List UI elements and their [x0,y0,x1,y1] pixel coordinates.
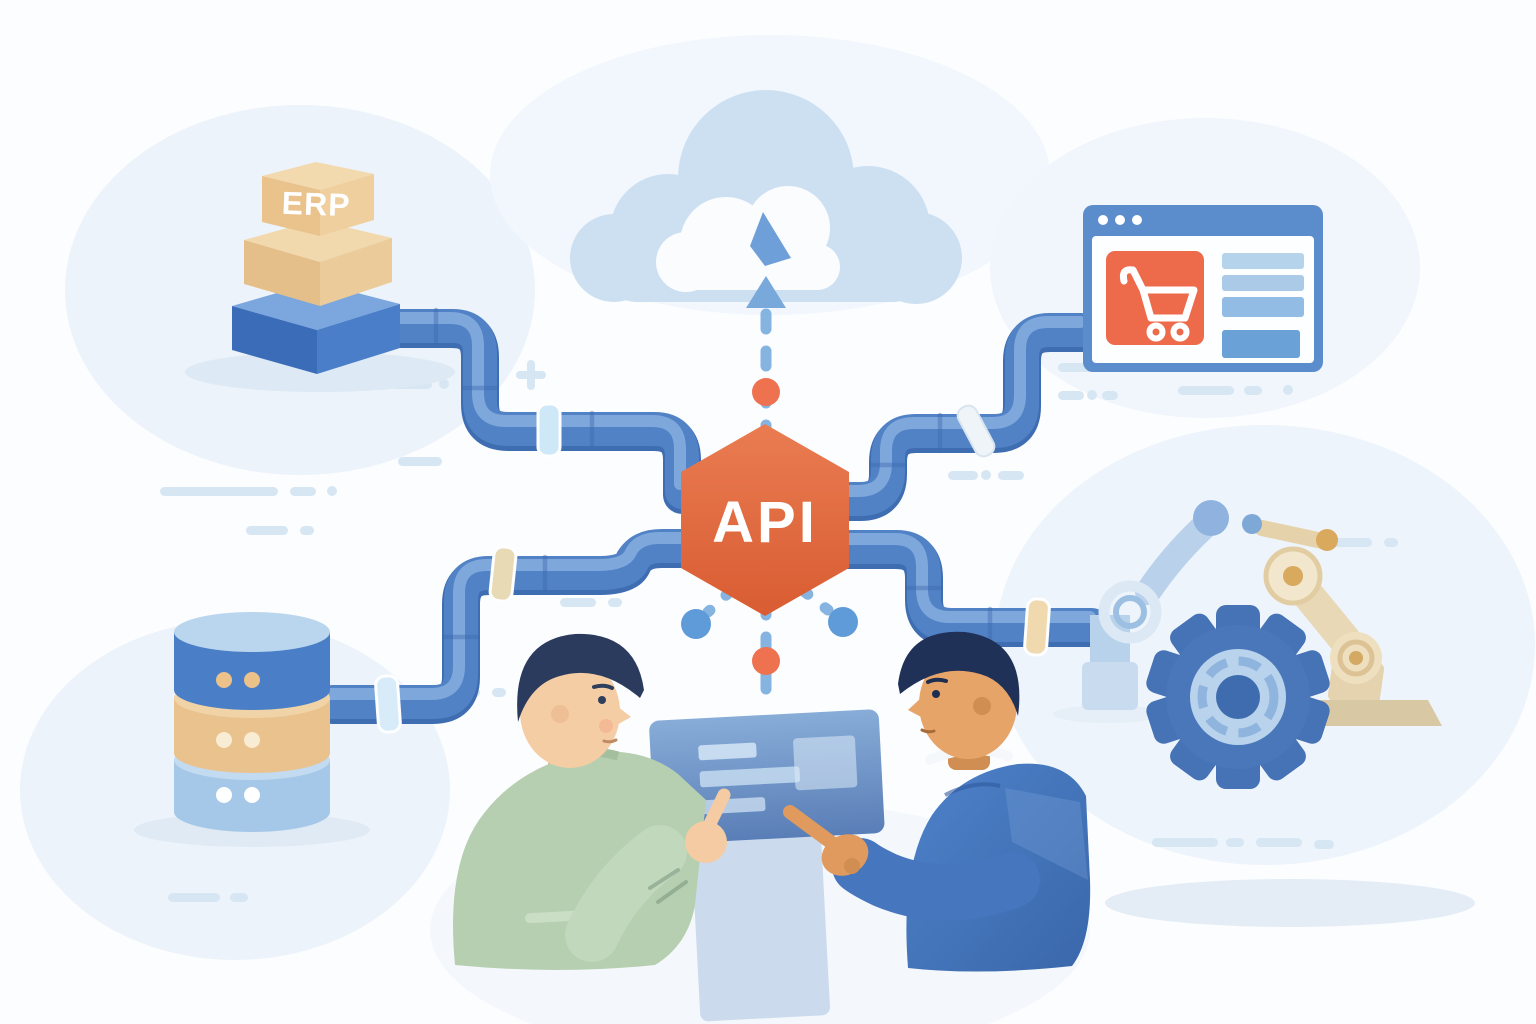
right-folded-fingers [844,858,860,874]
robot-wrist-center [1349,651,1363,665]
left-pointing-finger [696,788,731,845]
right-eye [932,690,940,698]
shopping-cart-icon [1119,266,1198,342]
left-cuff-lines [648,868,688,904]
right-collar-seam [944,782,1001,797]
left-ear [551,705,569,723]
cloud-service [570,90,962,304]
screen-image-block [793,735,858,791]
cloud-icon [570,90,962,304]
left-mouth [602,738,618,744]
api-label: API [712,490,818,555]
connector-dot-blue-right [828,607,858,637]
left-pocket [525,910,580,924]
erp-box-middle-tan [244,220,392,306]
right-eyebrow [926,677,948,684]
right-jacket-highlight [1005,788,1088,880]
connector-dot-red-top [752,378,780,406]
connector-dot-blue-left [681,609,711,639]
left-forearm [565,825,687,962]
api-hexagon: API [681,424,849,616]
erp-box-top: ERP [262,162,374,236]
browser-text-bars [1222,253,1304,358]
screen-bar-2 [699,766,801,788]
person-left [453,633,731,970]
database-cylinder-top [174,612,330,710]
pipes [330,307,1092,734]
erp-label: ERP [281,185,351,223]
left-eye [598,696,606,704]
pipe-seams [433,307,993,644]
gear-icon [1146,605,1330,789]
right-pointing-finger [783,805,843,853]
erp-box-bottom-blue [232,282,400,374]
screen-bar-1 [698,742,757,761]
pipe-couplings [374,402,1051,734]
left-nose [615,706,631,726]
left-face [520,656,620,768]
database-stack [174,612,330,832]
robot-elbow-center [1283,566,1303,586]
robot-support-base [1082,662,1138,710]
robot-link-joint-blue [1242,514,1262,534]
left-eyebrow [592,683,614,690]
left-blush [599,719,613,733]
arrow-up-icon [746,276,786,308]
robot-arm [1082,500,1442,726]
robot-shoulder-joint [1193,500,1229,536]
robot-link-joint-tan [1316,529,1338,551]
cloud-upload-dart [750,212,791,266]
robot-gripper-ring [1098,580,1162,644]
left-hair [517,633,644,722]
robot-gripper-inner-ring [1113,595,1147,629]
right-ear [973,697,991,715]
ecommerce-browser [1083,205,1323,372]
shared-screen [649,709,885,1022]
api-hexagon-shape [681,424,849,616]
right-mouth [920,728,936,734]
screen-stand [691,835,830,1022]
right-nose [908,698,923,718]
robot-wrist-ring [1337,639,1375,677]
erp-stack: ERP [232,162,400,374]
right-sleeve [832,838,1040,921]
right-hair [898,631,1020,716]
left-jacket [453,751,706,970]
connector-dot-red-bottom [752,647,780,675]
person-right [783,631,1091,972]
browser-window-dots [1098,215,1142,225]
